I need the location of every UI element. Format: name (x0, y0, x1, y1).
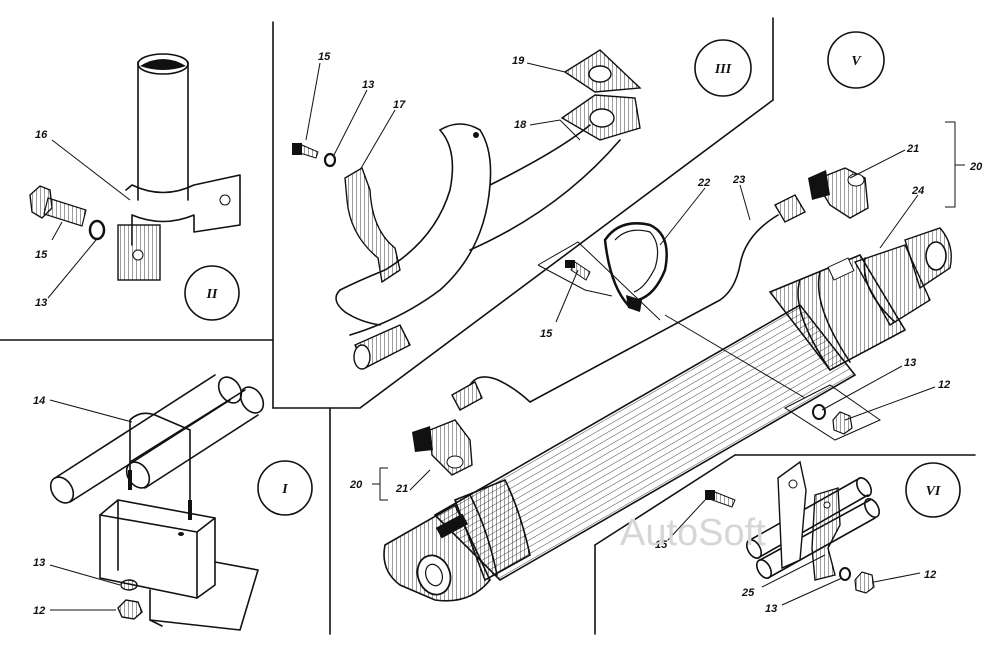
callout-23: 23 (732, 174, 745, 186)
panel-v-label: V (851, 54, 862, 69)
hydraulic-cylinder (383, 227, 952, 602)
callout-13: 13 (35, 297, 47, 309)
callout-21: 21 (906, 143, 919, 155)
panel-iii: III 15 13 17 18 19 (292, 39, 752, 370)
panel-i: I 14 13 12 (33, 374, 313, 631)
panel-v-badge (827, 31, 885, 89)
callout-13: 13 (362, 79, 374, 91)
callout-16: 16 (35, 129, 48, 141)
callout-19: 19 (512, 55, 525, 67)
bolt-15 (705, 490, 736, 508)
elbow-fitting-21-bottom (412, 419, 473, 476)
callout-15: 15 (540, 328, 553, 340)
callout-13: 13 (765, 603, 777, 615)
hydraulic-tube-23 (451, 194, 806, 411)
panel-iii-badge (694, 39, 752, 97)
elbow-fitting-21-top (808, 167, 869, 219)
watermark: AutoSoft (620, 512, 766, 554)
bolt-15 (565, 260, 591, 281)
panel-ii: II 16 15 13 (29, 53, 241, 321)
panel-vi: VI 15 25 13 12 (655, 460, 961, 615)
washer-13 (839, 567, 851, 581)
callout-14: 14 (33, 395, 45, 407)
callout-20: 20 (969, 161, 983, 173)
callout-15: 15 (655, 539, 668, 551)
panel-vi-label: VI (926, 484, 941, 499)
panel-i-badge (257, 460, 313, 516)
callout-12: 12 (33, 605, 45, 617)
nut-12 (854, 571, 875, 594)
callout-15: 15 (35, 249, 48, 261)
callout-20: 20 (349, 479, 363, 491)
panel-ii-badge (184, 265, 240, 321)
callout-22: 22 (697, 177, 710, 189)
washer-13 (323, 152, 337, 168)
panel-borders (0, 17, 976, 635)
bolt-15 (29, 185, 87, 227)
clamp-22-detail (537, 222, 882, 441)
callout-13: 13 (904, 357, 916, 369)
panel-ii-label: II (206, 287, 218, 302)
panel-vi-badge (905, 462, 961, 518)
nut-12 (117, 599, 143, 620)
panel-i-label: I (281, 482, 288, 497)
clamp-17 (344, 166, 401, 284)
callout-12: 12 (938, 379, 950, 391)
callout-12: 12 (924, 569, 936, 581)
callout-25: 25 (741, 587, 755, 599)
callout-15: 15 (318, 51, 331, 63)
callout-13: 13 (33, 557, 45, 569)
panel-iii-label: III (714, 62, 732, 77)
bolt-15 (292, 143, 319, 159)
callout-17: 17 (393, 99, 406, 111)
pipe-nut (353, 324, 411, 370)
callout-21: 21 (395, 483, 408, 495)
washer-13 (120, 579, 138, 591)
washer-13 (88, 219, 106, 241)
callout-24: 24 (911, 185, 924, 197)
main-callouts: 22 23 21 20 24 15 13 12 20 21 (349, 121, 983, 501)
callout-18: 18 (514, 119, 527, 131)
